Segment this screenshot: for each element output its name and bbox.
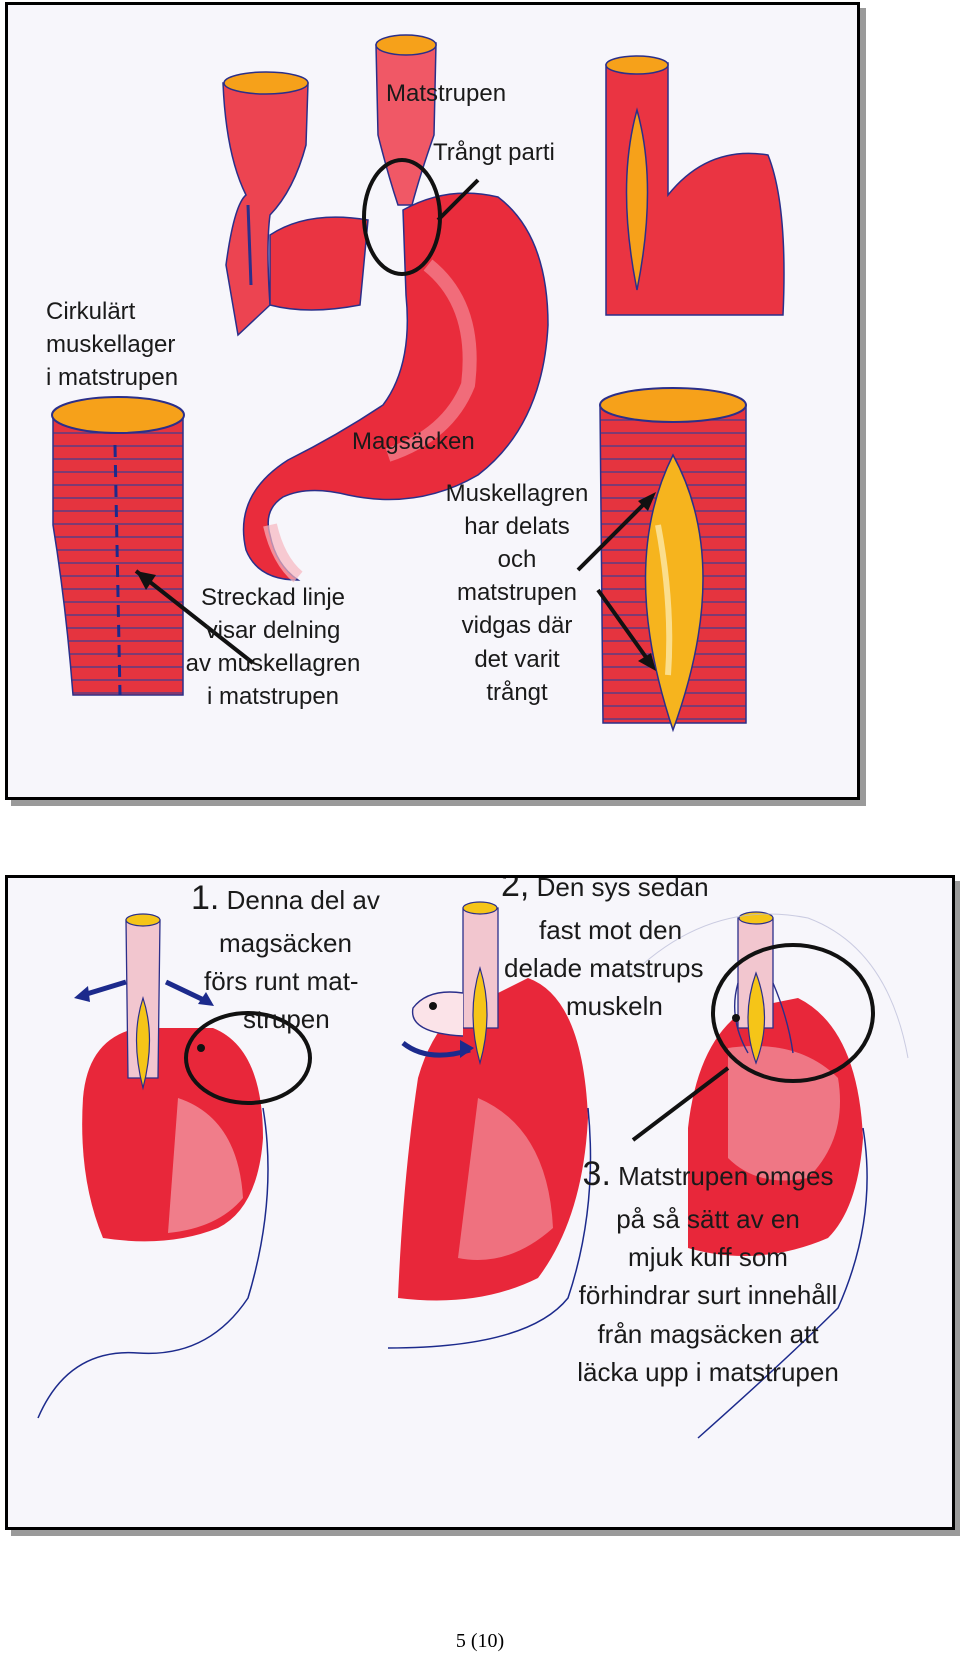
figure-esophagus-anatomy: Matstrupen Trångt parti Cirkulärt muskel… [5, 2, 860, 800]
label-circular-muscle-layer: Cirkulärt muskellager i matstrupen [46, 298, 179, 392]
dashed-division-line [113, 444, 122, 696]
page-number: 5 (10) [455, 1630, 505, 1652]
label-esophagus: Matstrupen [386, 80, 507, 107]
fundoplication-illustration [37, 901, 909, 1439]
step-1-number: 1. [191, 879, 220, 917]
stage-3-circle [711, 943, 875, 1083]
step-3-number: 3. [582, 1155, 611, 1193]
step-1-caption: 1. Denna del av magsäcken förs runt mat-… [191, 879, 380, 1035]
label-stomach: Magsäcken [352, 428, 475, 455]
narrow-part-pointer [436, 178, 480, 222]
stage-3-drawing [627, 911, 909, 1439]
dashed-line-pointer [134, 569, 255, 665]
step-3-caption: 3. Matstrupen omges på så sätt av en mju… [577, 1155, 839, 1387]
step-2-number: 2, [501, 875, 530, 904]
esophagus-right-drawing [605, 55, 785, 316]
step-2-caption: 2, Den sys sedan fast mot den delade mat… [501, 875, 709, 1026]
label-dashed-line: Streckad linje visar delning av muskella… [185, 584, 361, 711]
stage-3-pointer [631, 1066, 730, 1142]
stage-1-circle [184, 1011, 312, 1105]
ringed-esophagus-right [576, 387, 747, 733]
split-pointer-upper [576, 498, 650, 572]
label-split-muscle-layers: Muskellagren har delats och matstrupen v… [445, 480, 589, 706]
label-narrow-part: Trångt parti [433, 139, 555, 166]
esophagus-left-drawing [222, 71, 369, 337]
stage-2-drawing [387, 901, 592, 1349]
split-pointer-lower [596, 588, 650, 662]
anatomy-illustration [51, 34, 785, 733]
figure-fundoplication-steps: 1. Denna del av magsäcken förs runt mat-… [5, 875, 955, 1530]
stage-1-drawing [37, 913, 269, 1419]
stomach-drawing [242, 34, 549, 583]
ringed-esophagus-left [51, 396, 255, 696]
